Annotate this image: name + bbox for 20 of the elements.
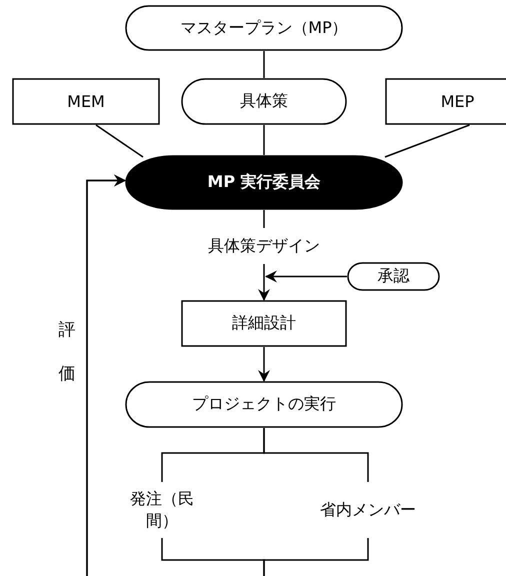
branch-text: 省内メンバー [306,482,430,538]
connector-line [263,125,265,155]
terminal-shape: 具体策 [181,78,347,125]
step-text: 具体策デザイン [189,228,339,264]
arrow [258,264,270,301]
branch-text: 発注（民間） [120,482,204,538]
terminal-shape: マスタープラン（MP） [125,5,403,51]
process-box: 詳細設計 [181,300,347,347]
connector-line [263,210,265,228]
connector-line [263,428,369,482]
process-box: MEM [12,78,160,125]
arrow [258,347,270,382]
arrow [86,174,369,576]
terminal-shape: 承認 [347,262,440,291]
connector-line [96,124,144,158]
connector-line [263,51,265,78]
connector-line [384,124,470,158]
process-box: MEP [385,78,506,125]
terminal-shape: プロジェクトの実行 [125,381,403,428]
arrow [265,270,347,282]
